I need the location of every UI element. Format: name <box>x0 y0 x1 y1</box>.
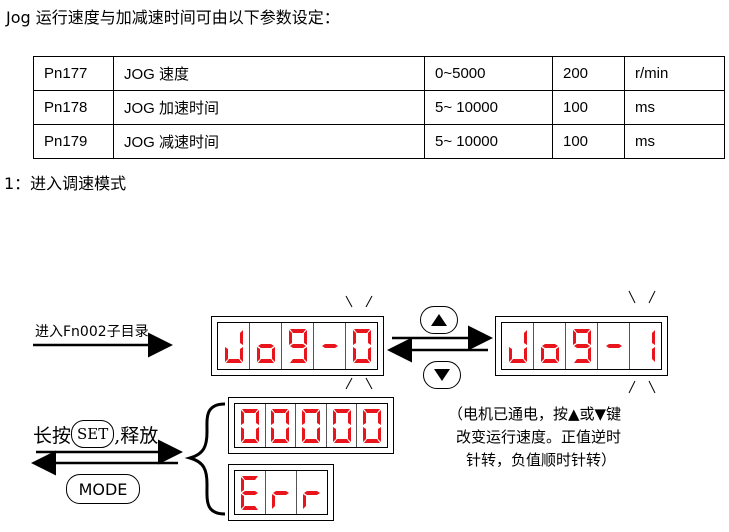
param-name: JOG 加速时间 <box>113 90 425 125</box>
enter-submenu-label: 进入Fn002子目录 <box>35 324 149 340</box>
segment-digit <box>502 323 534 369</box>
segment-digit <box>598 323 630 369</box>
note-line: 改变运行速度。正值逆时 <box>456 428 622 446</box>
segment-digit <box>346 323 377 369</box>
mode-key[interactable]: MODE <box>66 474 140 504</box>
segment-digit <box>297 471 327 514</box>
segment-cells <box>234 403 388 448</box>
long-press-label: 长按 SET ,释放 <box>33 420 158 448</box>
segment-cells <box>501 322 662 370</box>
curly-brace <box>184 402 226 516</box>
segment-digit <box>235 471 266 514</box>
up-triangle-icon <box>431 314 447 326</box>
segment-digit <box>250 323 282 369</box>
segment-digit <box>218 323 250 369</box>
param-name: JOG 速度 <box>113 56 425 91</box>
segment-digit <box>534 323 566 369</box>
segment-digit <box>296 404 327 447</box>
param-code: Pn179 <box>33 124 114 159</box>
segment-digit <box>282 323 314 369</box>
long-press-prefix: 长按 <box>33 424 72 447</box>
param-default: 100 <box>552 124 625 159</box>
param-unit: ms <box>624 90 725 125</box>
param-range: 0~5000 <box>424 56 553 91</box>
display-zeros <box>228 397 394 454</box>
note-line: （电机已通电，按▲或▼键 <box>448 405 622 423</box>
down-key[interactable] <box>423 361 461 389</box>
segment-cells <box>234 470 328 515</box>
param-name: JOG 减速时间 <box>113 124 425 159</box>
display-jog0 <box>211 316 384 376</box>
segment-digit <box>327 404 358 447</box>
segment-digit <box>266 404 297 447</box>
note-text: （电机已通电，按▲或▼键 改变运行速度。正值逆时 针转，负值顺时针转） <box>448 403 678 472</box>
param-unit: r/min <box>624 56 725 91</box>
param-unit: ms <box>624 124 725 159</box>
param-range: 5~ 10000 <box>424 124 553 159</box>
note-line: 针转，负值顺时针转） <box>466 451 617 469</box>
segment-digit <box>357 404 387 447</box>
segment-digit <box>630 323 661 369</box>
step1-heading: 1：进入调速模式 <box>4 174 127 193</box>
table-row: Pn178 JOG 加速时间 5~ 10000 100 ms <box>33 90 725 125</box>
parameter-table: Pn177 JOG 速度 0~5000 200 r/min Pn178 JOG … <box>33 56 725 159</box>
down-triangle-icon <box>434 369 450 381</box>
release-label: ,释放 <box>114 424 159 447</box>
segment-cells <box>217 322 378 370</box>
up-key[interactable] <box>420 306 458 334</box>
param-default: 200 <box>552 56 625 91</box>
table-row: Pn179 JOG 减速时间 5~ 10000 100 ms <box>33 124 725 159</box>
set-key[interactable]: SET <box>71 420 115 448</box>
intro-text: Jog 运行速度与加减速时间可由以下参数设定： <box>6 8 340 27</box>
segment-digit <box>266 471 297 514</box>
table-row: Pn177 JOG 速度 0~5000 200 r/min <box>33 56 725 91</box>
param-code: Pn177 <box>33 56 114 91</box>
segment-digit <box>314 323 346 369</box>
segment-digit <box>235 404 266 447</box>
display-jog1 <box>495 316 668 376</box>
segment-digit <box>566 323 598 369</box>
param-range: 5~ 10000 <box>424 90 553 125</box>
display-err <box>228 464 334 521</box>
